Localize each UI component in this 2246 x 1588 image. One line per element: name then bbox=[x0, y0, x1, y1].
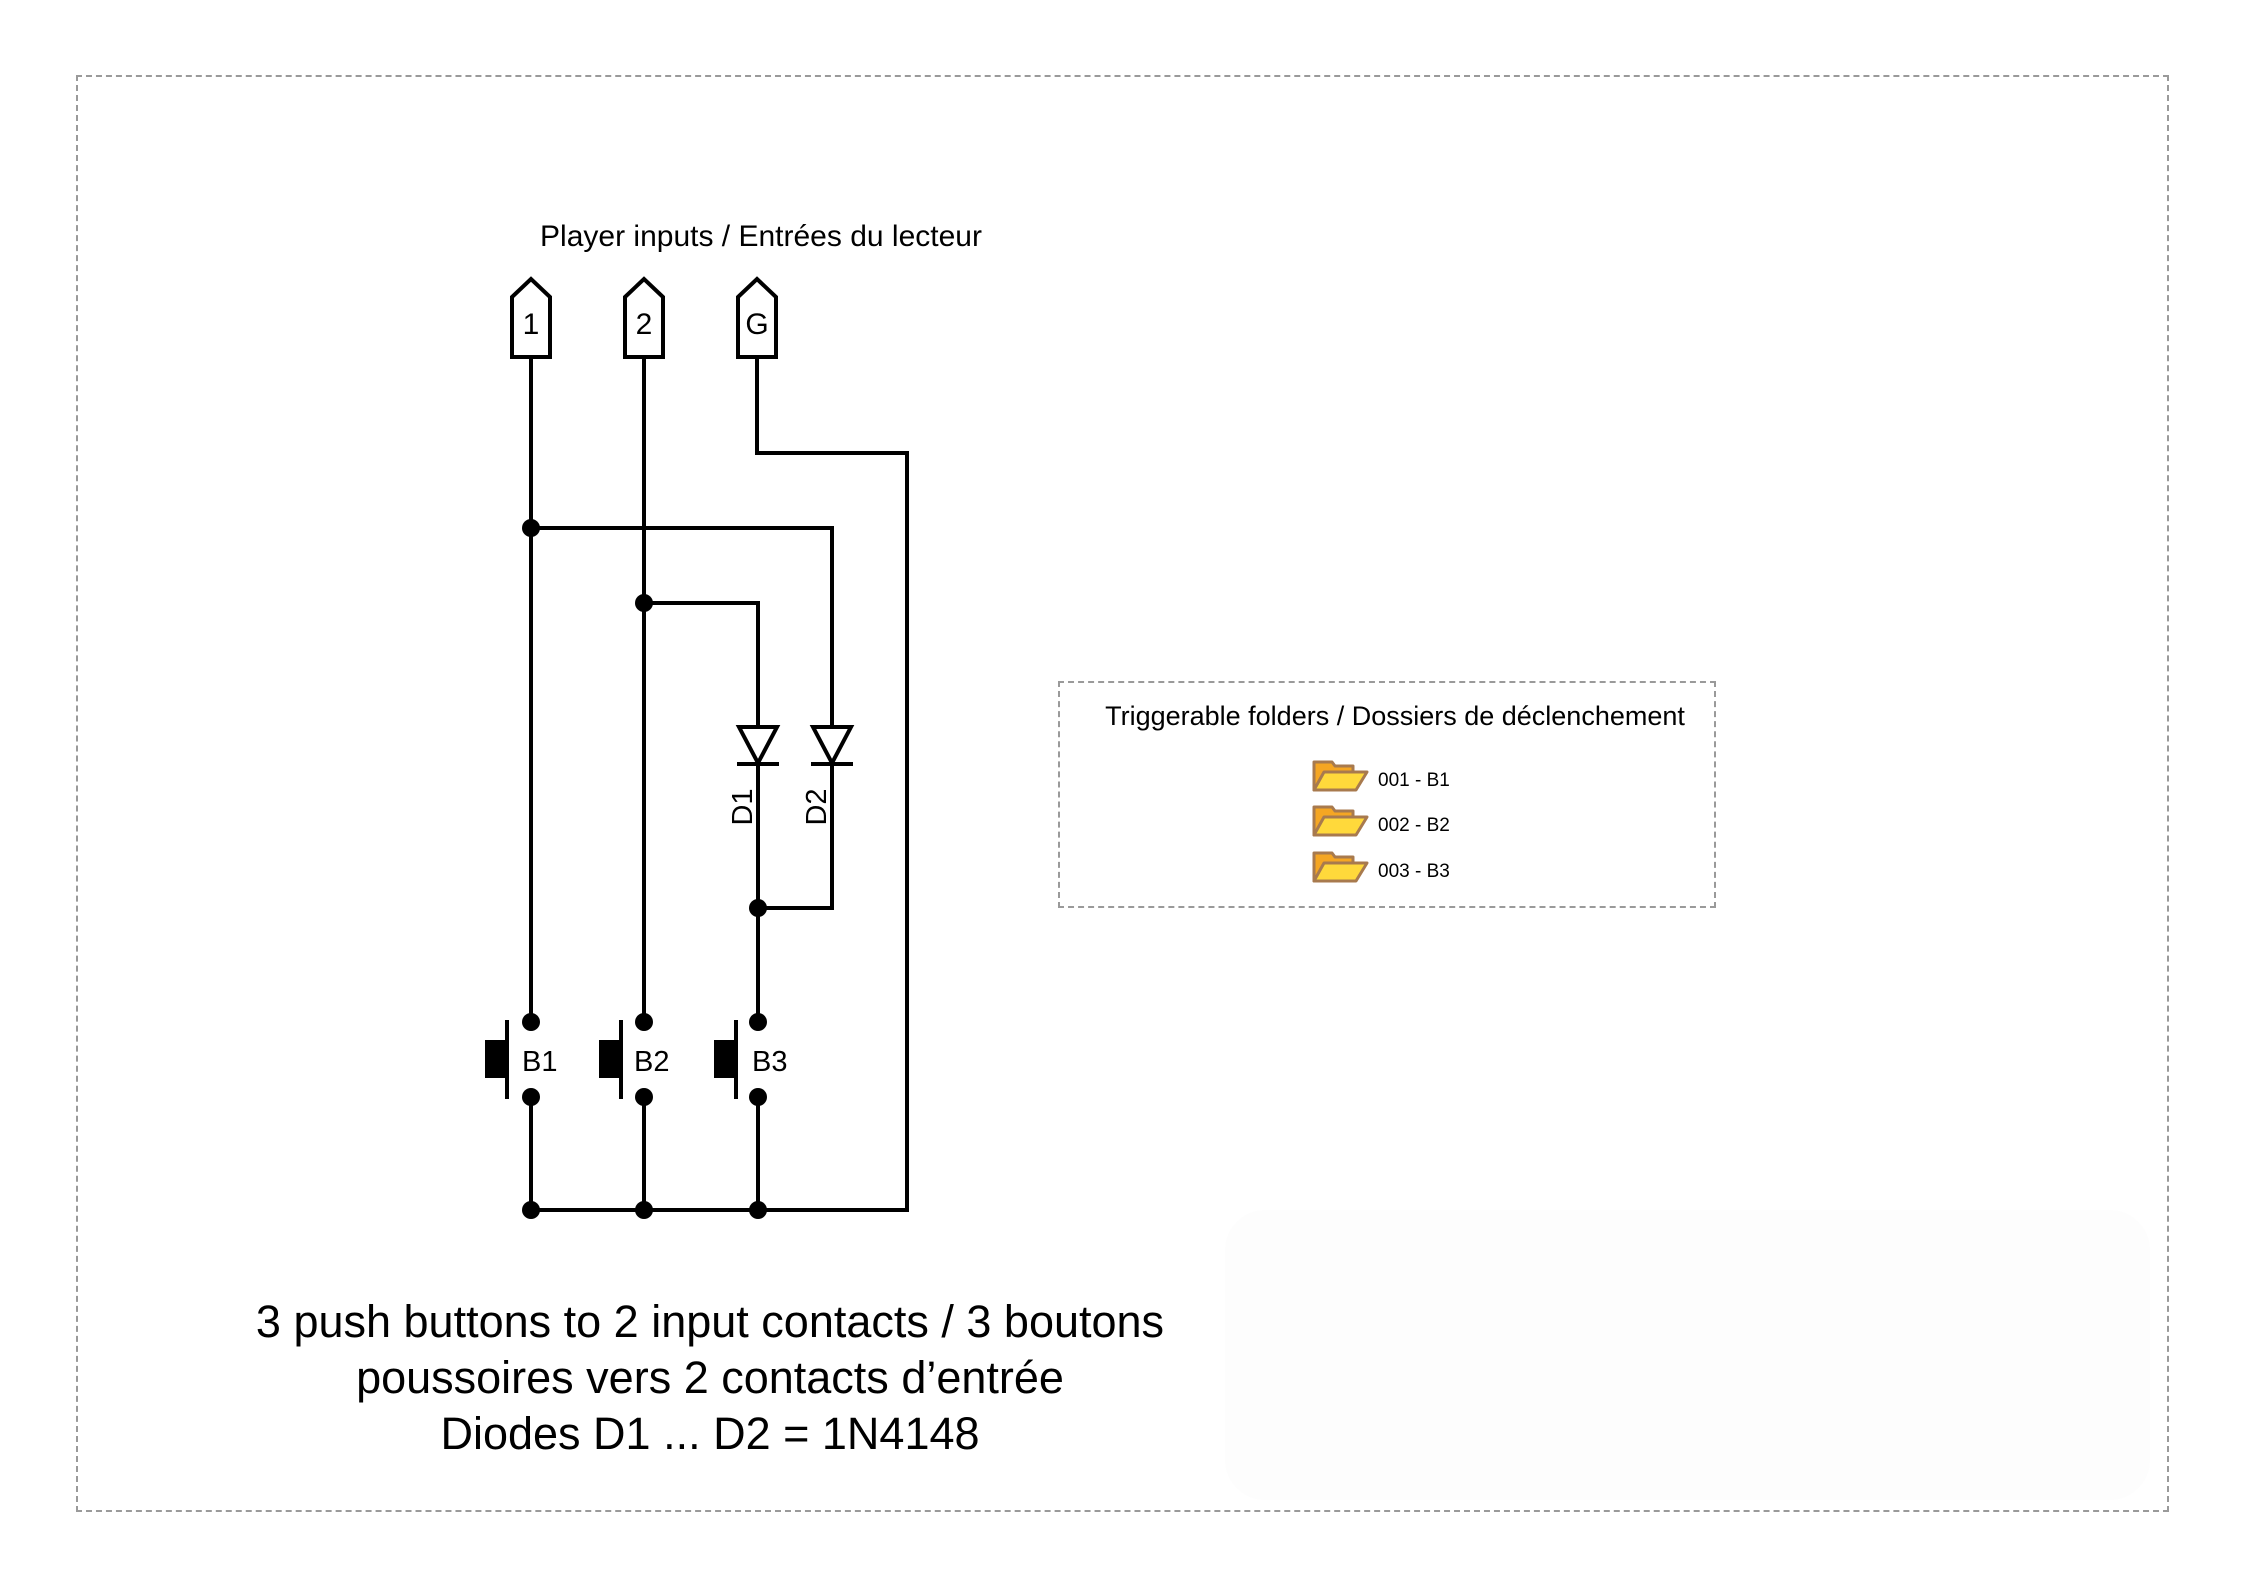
connector-1-label: 1 bbox=[523, 308, 540, 341]
inputs-title: Player inputs / Entrées du lecteur bbox=[540, 220, 982, 253]
connector-g-label: G bbox=[745, 308, 768, 341]
wire-d2-to-junction bbox=[756, 762, 834, 910]
push-button-b1-label: B1 bbox=[522, 1046, 557, 1078]
junction-dot bbox=[749, 1201, 767, 1219]
folders-panel-title: Triggerable folders / Dossiers de déclen… bbox=[1105, 701, 1685, 731]
wire-ground bbox=[755, 355, 909, 1212]
faint-background-patch bbox=[1225, 1210, 2150, 1500]
contact-dot bbox=[635, 1013, 653, 1031]
connector-2-label: 2 bbox=[636, 308, 653, 341]
caption: 3 push buttons to 2 input contacts / 3 b… bbox=[256, 1296, 1164, 1459]
contact-dot bbox=[522, 1088, 540, 1106]
connector-1-outline bbox=[510, 276, 552, 359]
junction-dot bbox=[635, 594, 653, 612]
junction-dot bbox=[522, 519, 540, 537]
folder-label: 001 - B1 bbox=[1378, 770, 1450, 791]
diode-d1-label: D1 bbox=[727, 788, 759, 825]
caption-line-2: poussoires vers 2 contacts d’entrée bbox=[356, 1352, 1064, 1403]
contact-dot bbox=[522, 1013, 540, 1031]
connector-2: 2 bbox=[623, 276, 665, 359]
folder-label: 002 - B2 bbox=[1378, 815, 1450, 836]
push-button-b2: B2 bbox=[599, 1020, 669, 1099]
folder-label: 003 - B3 bbox=[1378, 861, 1450, 882]
contact-dot bbox=[749, 1013, 767, 1031]
connector-2-outline bbox=[623, 276, 665, 359]
folder-item[interactable]: 001 - B1 bbox=[1312, 760, 1450, 792]
junction-dots bbox=[522, 519, 767, 1219]
contact-dot bbox=[635, 1088, 653, 1106]
push-button-b2-label: B2 bbox=[634, 1046, 669, 1078]
folders-panel: Triggerable folders / Dossiers de déclen… bbox=[1105, 701, 1685, 883]
folder-open-icon bbox=[1312, 851, 1369, 883]
folders-panel-frame bbox=[1058, 681, 1716, 908]
diode-d2: D2 bbox=[801, 725, 855, 826]
connector-g-outline bbox=[736, 276, 778, 359]
wires bbox=[529, 355, 909, 1212]
connector-1: 1 bbox=[510, 276, 552, 359]
wire-input1-to-d2 bbox=[529, 526, 834, 728]
push-button-b3-plunger bbox=[714, 1040, 734, 1078]
diode-d2-label: D2 bbox=[801, 788, 833, 825]
diode-d2-symbol bbox=[809, 725, 855, 768]
folder-open-icon bbox=[1312, 805, 1369, 837]
push-button-b1-plunger bbox=[485, 1040, 505, 1078]
push-button-b2-plunger bbox=[599, 1040, 619, 1078]
junction-dot bbox=[749, 899, 767, 917]
junction-dot bbox=[635, 1201, 653, 1219]
diagram-frame bbox=[76, 75, 2169, 1512]
connector-g: G bbox=[736, 276, 778, 359]
wire-input2-to-d1 bbox=[642, 601, 760, 728]
caption-line-1: 3 push buttons to 2 input contacts / 3 b… bbox=[256, 1296, 1164, 1347]
folder-open-icon bbox=[1312, 760, 1369, 792]
push-button-b3-label: B3 bbox=[752, 1046, 787, 1078]
folder-item[interactable]: 002 - B2 bbox=[1312, 805, 1450, 837]
push-button-b1: B1 bbox=[485, 1020, 557, 1099]
caption-line-3: Diodes D1 ... D2 = 1N4148 bbox=[440, 1408, 979, 1459]
diode-d1: D1 bbox=[727, 725, 781, 826]
push-button-b3: B3 bbox=[714, 1020, 787, 1099]
folder-item[interactable]: 003 - B3 bbox=[1312, 851, 1450, 883]
diode-d1-symbol bbox=[735, 725, 781, 768]
contact-dot bbox=[749, 1088, 767, 1106]
junction-dot bbox=[522, 1201, 540, 1219]
